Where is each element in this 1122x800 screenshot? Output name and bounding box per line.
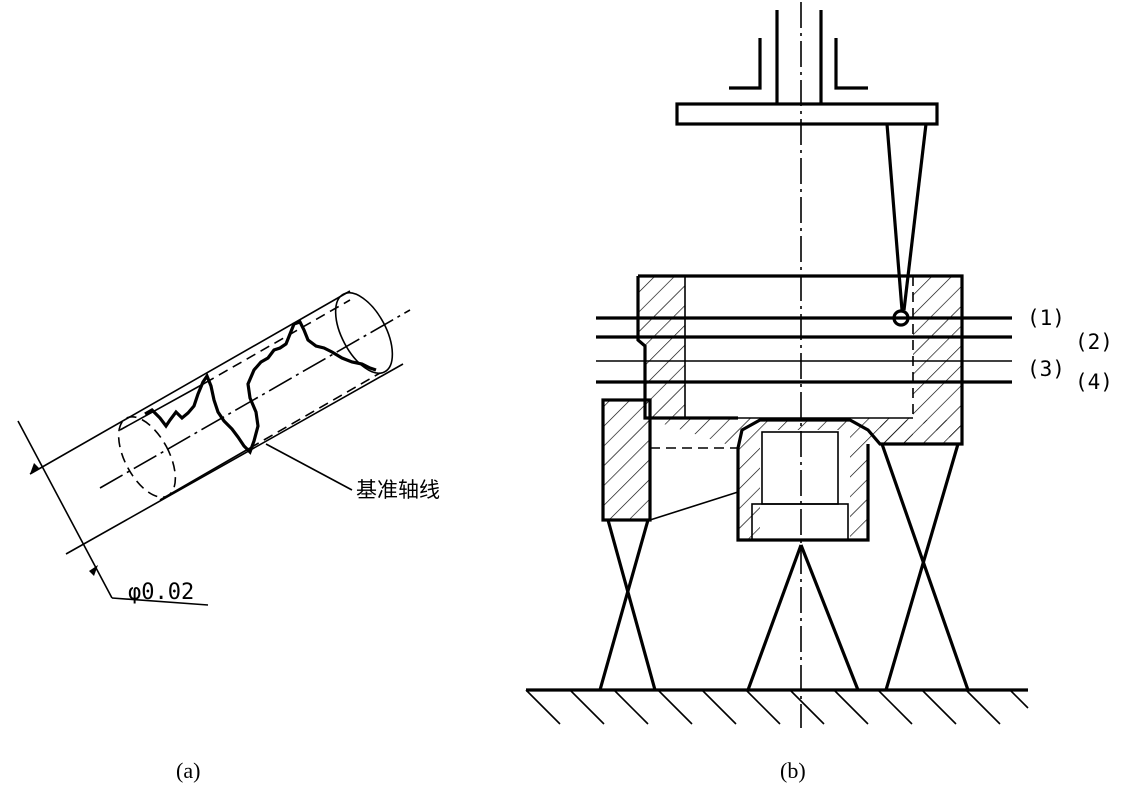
- figure-a-tolerance-zone: [17, 290, 411, 606]
- probe-right-edge: [902, 123, 928, 311]
- zone-upper-line: [29, 290, 351, 475]
- tolerance-leader: [111, 597, 209, 606]
- indicator-arm-plate: [675, 102, 939, 126]
- level-label-3: (3): [1027, 357, 1065, 381]
- left-end-ellipse: [117, 416, 177, 498]
- spindle-bracket-right: [834, 38, 868, 90]
- figure-b-fixture: [525, 2, 1029, 728]
- tolerance-value-label: φ0.02: [128, 580, 195, 605]
- datum-leader: [265, 443, 353, 491]
- probe-left-edge: [885, 123, 904, 311]
- level-label-4: (4): [1075, 370, 1113, 394]
- hub-upper: [761, 431, 839, 505]
- datum-axis-line: [99, 309, 411, 489]
- dimension-arrow-top: [30, 463, 39, 474]
- left-support-link: [649, 491, 739, 521]
- level-label-1: (1): [1027, 306, 1065, 330]
- cyl-lower-hidden: [249, 372, 381, 449]
- datum-axis-label: 基准轴线: [356, 478, 440, 502]
- cyl-upper-left: [119, 382, 206, 431]
- dimension-arrow-bottom: [89, 565, 98, 576]
- caption-a: (a): [176, 758, 201, 783]
- right-end-ellipse: [334, 292, 394, 374]
- dimension-line: [17, 420, 113, 599]
- left-support-block: [601, 398, 652, 522]
- zone-lower-line: [65, 363, 404, 555]
- ground-hatching: [525, 689, 1029, 725]
- spindle-bracket-left: [729, 38, 762, 90]
- caption-b: (b): [780, 758, 806, 783]
- level-label-2: (2): [1075, 330, 1113, 354]
- cyl-lower-left: [159, 447, 251, 501]
- cyl-upper-hidden: [204, 299, 351, 384]
- support-stands: [598, 443, 970, 691]
- actual-axis-curve: [144, 320, 377, 455]
- hub-lower: [751, 503, 849, 541]
